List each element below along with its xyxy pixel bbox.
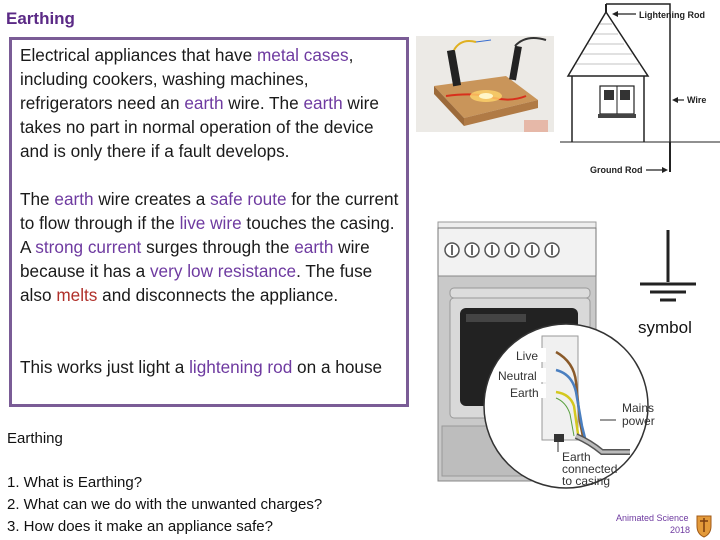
- text-run: touches the casing. A: [20, 213, 395, 257]
- wiring-diagram: Live Neutral Earth Mains power Earth con…: [480, 322, 670, 494]
- ground-rod-label: Ground Rod: [590, 165, 643, 175]
- earth-note-line1: Earth: [562, 450, 591, 464]
- brand-watermark: Animated Science 2018: [616, 512, 716, 540]
- keyword: safe route: [210, 189, 287, 209]
- text-run: The: [20, 189, 55, 209]
- mains-label-line1: Mains: [622, 401, 654, 415]
- text-run: This works just light a: [20, 357, 190, 377]
- keyword: strong current: [35, 237, 142, 257]
- text-run: for the current to flow through if the: [20, 189, 399, 233]
- text-run: on a house: [292, 357, 383, 377]
- earth-symbol-icon: [636, 228, 700, 304]
- section-heading: Earthing: [7, 430, 63, 447]
- text-run: wire takes no part in normal operation o…: [20, 93, 379, 161]
- earth-note-line2: connected: [562, 462, 617, 476]
- question-item: 3. How does it make an appliance safe?: [7, 518, 273, 535]
- safety-paragraph: The earth wire creates a safe route for …: [20, 187, 400, 307]
- text-run: , including cookers, washing machines, r…: [20, 45, 354, 113]
- text-run: . The fuse also: [20, 261, 373, 305]
- brand-logo-icon: [696, 515, 712, 538]
- lightening-rod-label: Lightening Rod: [639, 10, 705, 20]
- page-title: Earthing: [6, 9, 75, 28]
- explanation-box: Electrical appliances that have metal ca…: [9, 37, 409, 407]
- earth-label: Earth: [510, 386, 539, 400]
- appliance-photo: [416, 36, 554, 132]
- text-run: and disconnects the appliance.: [97, 285, 339, 305]
- earth-note-line3: to casing: [562, 474, 610, 488]
- question-list: 1. What is Earthing? 2. What can we do w…: [7, 472, 322, 538]
- keyword: live wire: [179, 213, 242, 233]
- wire-label: Wire: [687, 95, 706, 105]
- text-run: wire creates a: [93, 189, 211, 209]
- keyword: melts: [56, 285, 98, 305]
- symbol-label: symbol: [638, 318, 692, 337]
- intro-paragraph: Electrical appliances that have metal ca…: [20, 43, 400, 163]
- brand-year: 2018: [670, 525, 691, 535]
- keyword: very low resistance: [149, 261, 297, 281]
- house-diagram: Lightening Rod Wire Ground Rod: [560, 2, 720, 182]
- neutral-label: Neutral: [498, 369, 537, 383]
- keyword: earth: [184, 93, 224, 113]
- keyword: earth: [294, 237, 334, 257]
- text-run: wire. The: [223, 93, 304, 113]
- analogy-paragraph: This works just light a lightening rod o…: [20, 355, 400, 379]
- question-item: 1. What is Earthing?: [7, 474, 143, 491]
- keyword: lightening rod: [189, 357, 293, 377]
- question-item: 2. What can we do with the unwanted char…: [7, 496, 323, 513]
- text-run: Electrical appliances that have: [20, 45, 257, 65]
- mains-label-line2: power: [622, 414, 655, 428]
- keyword: earth: [54, 189, 94, 209]
- text-run: surges through the: [141, 237, 295, 257]
- text-run: wire because it has a: [20, 237, 370, 281]
- keyword: earth: [303, 93, 343, 113]
- keyword: metal cases: [256, 45, 349, 65]
- live-label: Live: [516, 349, 538, 363]
- brand-name: Animated Science: [616, 513, 689, 523]
